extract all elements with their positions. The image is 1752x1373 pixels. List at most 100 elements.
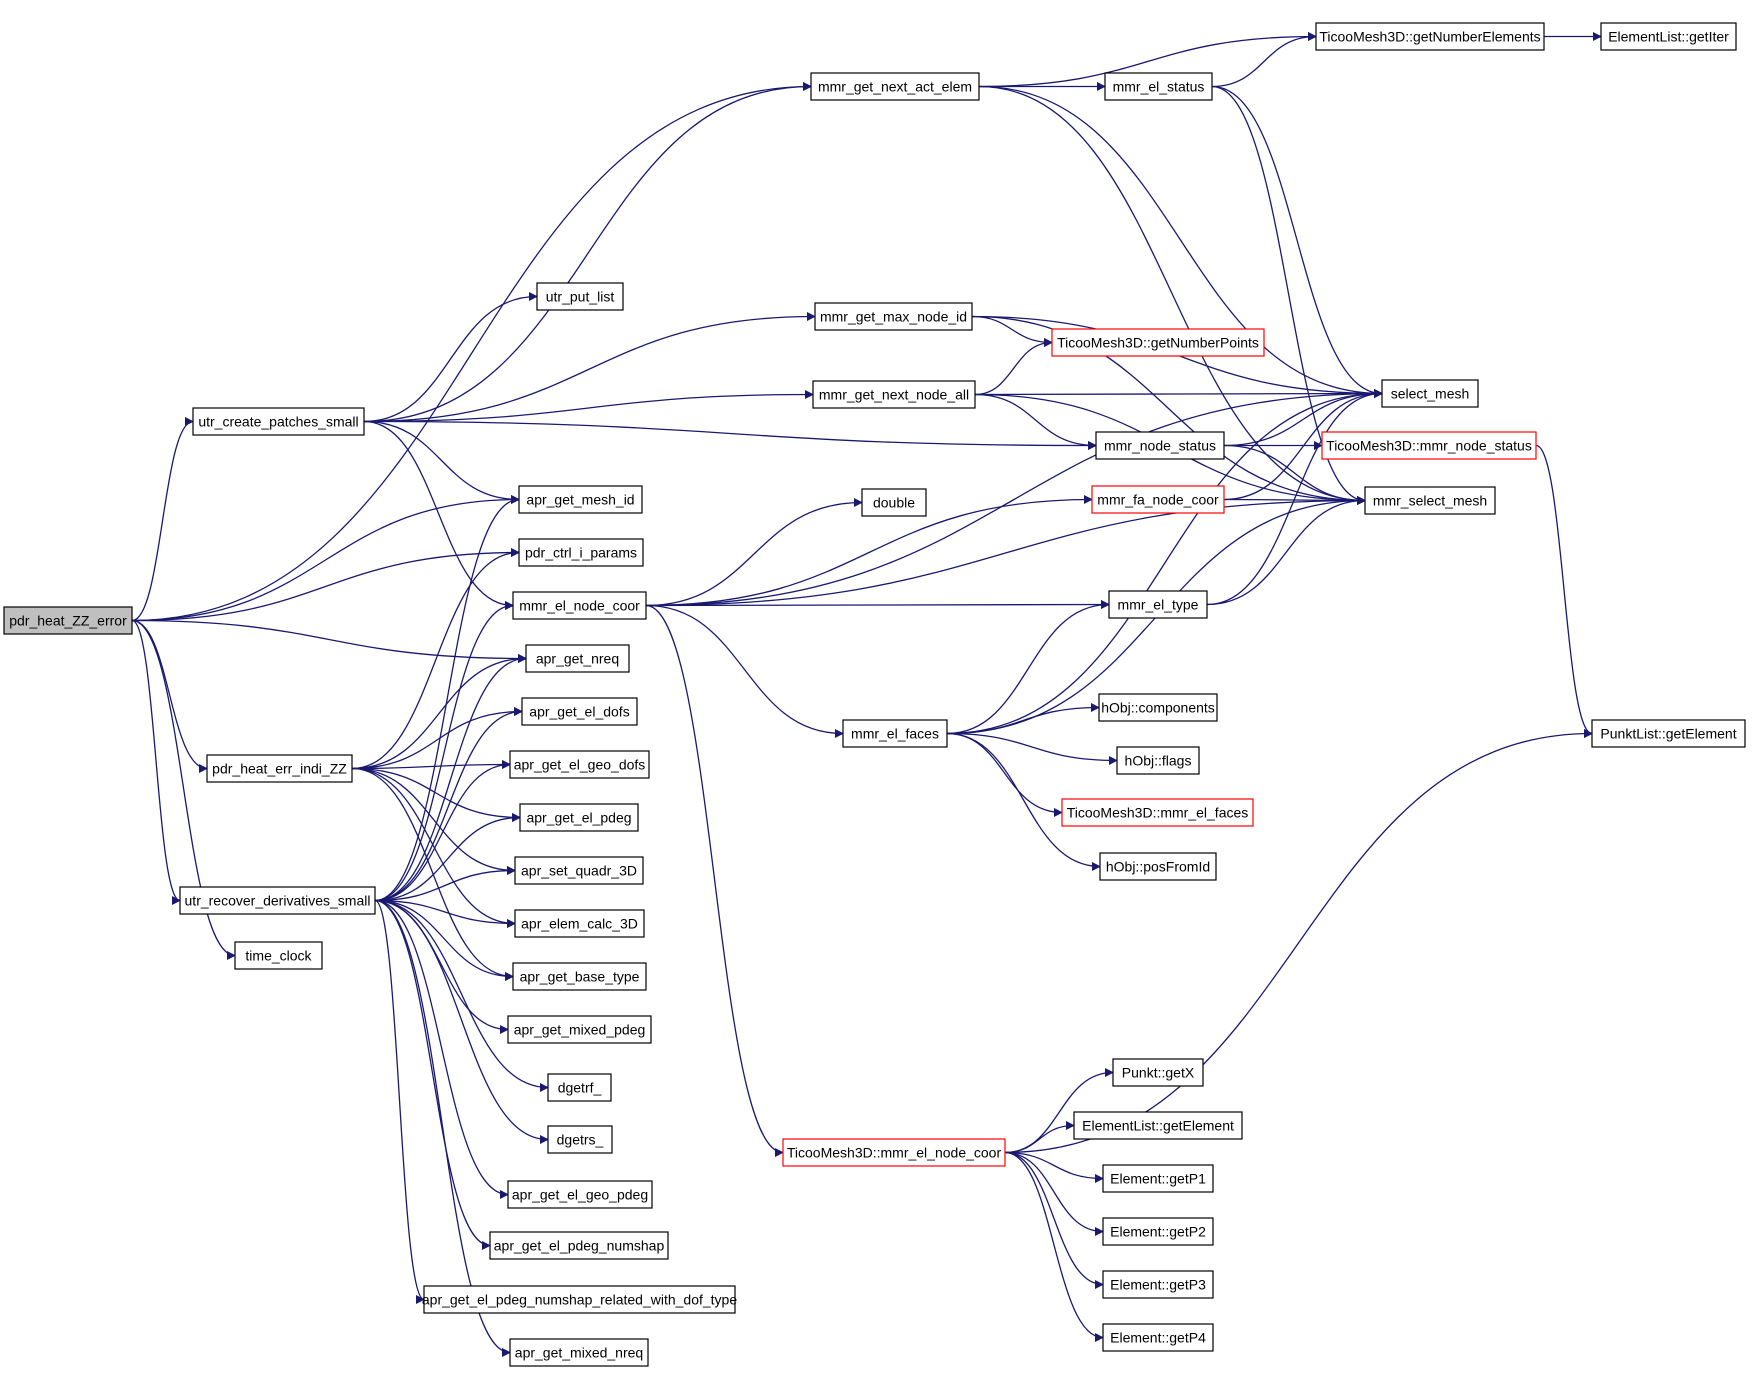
node-hObj_components[interactable]: hObj::components [1098,693,1218,722]
node-mmr_el_node_coor[interactable]: mmr_el_node_coor [512,591,647,620]
edge-mmr_get_next_act_elem-to-select_mesh [978,85,1383,398]
node-label: Punkt::getX [1122,1065,1195,1081]
node-mmr_get_next_node_all[interactable]: mmr_get_next_node_all [812,380,976,409]
node-box [1099,852,1217,881]
edge-mmr_el_node_coor-to-mmr_el_type [645,600,1110,610]
edge-mmr_el_type-to-select_mesh [1206,389,1383,606]
node-label: mmr_get_next_node_all [819,387,969,403]
node-mmr_get_next_act_elem[interactable]: mmr_get_next_act_elem [810,72,980,101]
node-TicooMesh3D_mmr_el_node_coor[interactable]: TicooMesh3D::mmr_el_node_coor [782,1138,1006,1167]
node-time_clock[interactable]: time_clock [234,941,323,970]
node-label: mmr_el_type [1118,597,1199,613]
edge-utr_create_patches_small-to-utr_put_list [363,292,538,423]
node-pdr_heat_ZZ_error[interactable]: pdr_heat_ZZ_error [3,606,133,635]
node-box [1112,1058,1204,1087]
edge-pdr_heat_ZZ_error-to-utr_recover_derivatives_small [131,619,181,905]
node-select_mesh[interactable]: select_mesh [1381,379,1479,408]
node-mmr_get_max_node_id[interactable]: mmr_get_max_node_id [814,302,973,331]
node-apr_get_el_pdeg_numshap[interactable]: apr_get_el_pdeg_numshap [489,1231,669,1260]
node-box [423,1285,736,1314]
node-box [1108,590,1208,619]
node-mmr_select_mesh[interactable]: mmr_select_mesh [1364,486,1496,515]
edge-utr_create_patches_small-to-apr_get_mesh_id [363,420,520,504]
node-label: apr_get_mesh_id [526,492,634,508]
edge-mmr_el_node_coor-to-mmr_select_mesh [645,496,1366,607]
edge-mmr_el_faces-to-hObj_posFromId [946,732,1101,871]
node-mmr_el_faces[interactable]: mmr_el_faces [842,719,948,748]
node-pdr_ctrl_i_params[interactable]: pdr_ctrl_i_params [518,538,644,567]
edge-mmr_fa_node_coor-to-select_mesh [1223,389,1383,501]
node-hObj_flags[interactable]: hObj::flags [1116,746,1200,775]
edge-TicooMesh3D_mmr_el_node_coor-to-PunktList_getElement [1004,729,1593,1154]
edge-TicooMesh3D_mmr_el_node_coor-to-Element_getP2 [1004,1151,1104,1236]
node-label: pdr_ctrl_i_params [525,545,637,561]
node-utr_put_list[interactable]: utr_put_list [536,282,624,311]
node-apr_get_el_geo_dofs[interactable]: apr_get_el_geo_dofs [509,750,650,779]
edge-mmr_get_next_node_all-to-TicooMesh3D_getNumberPoints [974,338,1053,396]
node-label: mmr_select_mesh [1373,493,1487,509]
edge-TicooMesh3D_mmr_el_node_coor-to-Element_getP1 [1004,1151,1104,1183]
node-Element_getP2[interactable]: Element::getP2 [1102,1217,1214,1246]
node-label: mmr_node_status [1104,438,1216,454]
node-apr_get_el_pdeg_numshap_related_with_dof_type[interactable]: apr_get_el_pdeg_numshap_related_with_dof… [422,1285,737,1314]
node-mmr_el_status[interactable]: mmr_el_status [1104,72,1213,101]
node-TicooMesh3D_mmr_el_faces[interactable]: TicooMesh3D::mmr_el_faces [1061,798,1254,827]
edge-pdr_heat_err_indi_ZZ-to-apr_set_quadr_3D [351,767,516,875]
node-ElementList_getElement[interactable]: ElementList::getElement [1073,1111,1243,1140]
node-box [547,1073,612,1102]
edge-utr_recover_derivatives_small-to-apr_get_el_pdeg_numshap_related_with_dof_type [374,899,425,1304]
node-pdr_heat_err_indi_ZZ[interactable]: pdr_heat_err_indi_ZZ [206,754,353,783]
node-apr_get_mixed_pdeg[interactable]: apr_get_mixed_pdeg [507,1015,652,1044]
node-mmr_fa_node_coor[interactable]: mmr_fa_node_coor [1091,485,1225,514]
node-apr_get_base_type[interactable]: apr_get_base_type [512,962,647,991]
node-box [1381,379,1479,408]
node-Element_getP1[interactable]: Element::getP1 [1102,1164,1214,1193]
node-apr_elem_calc_3D[interactable]: apr_elem_calc_3D [514,909,645,938]
node-dgetrs_[interactable]: dgetrs_ [547,1125,613,1154]
node-utr_create_patches_small[interactable]: utr_create_patches_small [192,407,365,436]
node-apr_get_el_pdeg[interactable]: apr_get_el_pdeg [519,803,639,832]
node-apr_get_mixed_nreq[interactable]: apr_get_mixed_nreq [509,1338,649,1367]
edge-mmr_el_faces-to-select_mesh [946,389,1383,735]
node-apr_get_mesh_id[interactable]: apr_get_mesh_id [518,485,643,514]
node-label: apr_get_el_pdeg_numshap [494,1238,665,1254]
node-ElementList_getIter[interactable]: ElementList::getIter [1600,22,1737,51]
node-apr_set_quadr_3D[interactable]: apr_set_quadr_3D [514,856,644,885]
node-mmr_el_type[interactable]: mmr_el_type [1108,590,1208,619]
node-box [1364,486,1496,515]
node-label: utr_create_patches_small [198,414,358,430]
edge-utr_create_patches_small-to-mmr_node_status [363,420,1097,450]
node-box [489,1231,669,1260]
node-Element_getP4[interactable]: Element::getP4 [1102,1323,1214,1352]
node-label: apr_get_nreq [536,651,619,667]
node-dgetrf_[interactable]: dgetrf_ [547,1073,612,1102]
node-box [1102,1270,1214,1299]
edge-mmr_el_faces-to-hObj_flags [946,732,1118,765]
edge-utr_create_patches_small-to-mmr_get_next_act_elem [363,82,812,423]
node-label: apr_get_mixed_nreq [515,1345,643,1361]
edge-layer [131,32,1602,1357]
node-apr_get_el_geo_pdeg[interactable]: apr_get_el_geo_pdeg [507,1180,653,1209]
node-box [514,909,645,938]
node-box [1600,22,1737,51]
node-box [507,1015,652,1044]
edge-utr_recover_derivatives_small-to-dgetrs_ [374,899,549,1144]
node-TicooMesh3D_mmr_node_status[interactable]: TicooMesh3D::mmr_node_status [1321,431,1537,460]
node-double[interactable]: double [861,488,927,517]
node-Punkt_getX[interactable]: Punkt::getX [1112,1058,1204,1087]
node-box [1098,693,1218,722]
node-box [810,72,980,101]
node-PunktList_getElement[interactable]: PunktList::getElement [1591,719,1746,748]
node-box [1116,746,1200,775]
node-label: select_mesh [1391,386,1470,402]
node-apr_get_el_dofs[interactable]: apr_get_el_dofs [521,697,638,726]
node-apr_get_nreq[interactable]: apr_get_nreq [525,644,630,673]
node-utr_recover_derivatives_small[interactable]: utr_recover_derivatives_small [179,886,376,915]
node-box [179,886,376,915]
node-mmr_node_status[interactable]: mmr_node_status [1095,431,1225,460]
node-box [521,697,638,726]
node-TicooMesh3D_getNumberElements[interactable]: TicooMesh3D::getNumberElements [1315,22,1545,51]
node-TicooMesh3D_getNumberPoints[interactable]: TicooMesh3D::getNumberPoints [1051,328,1265,357]
node-hObj_posFromId[interactable]: hObj::posFromId [1099,852,1217,881]
node-Element_getP3[interactable]: Element::getP3 [1102,1270,1214,1299]
